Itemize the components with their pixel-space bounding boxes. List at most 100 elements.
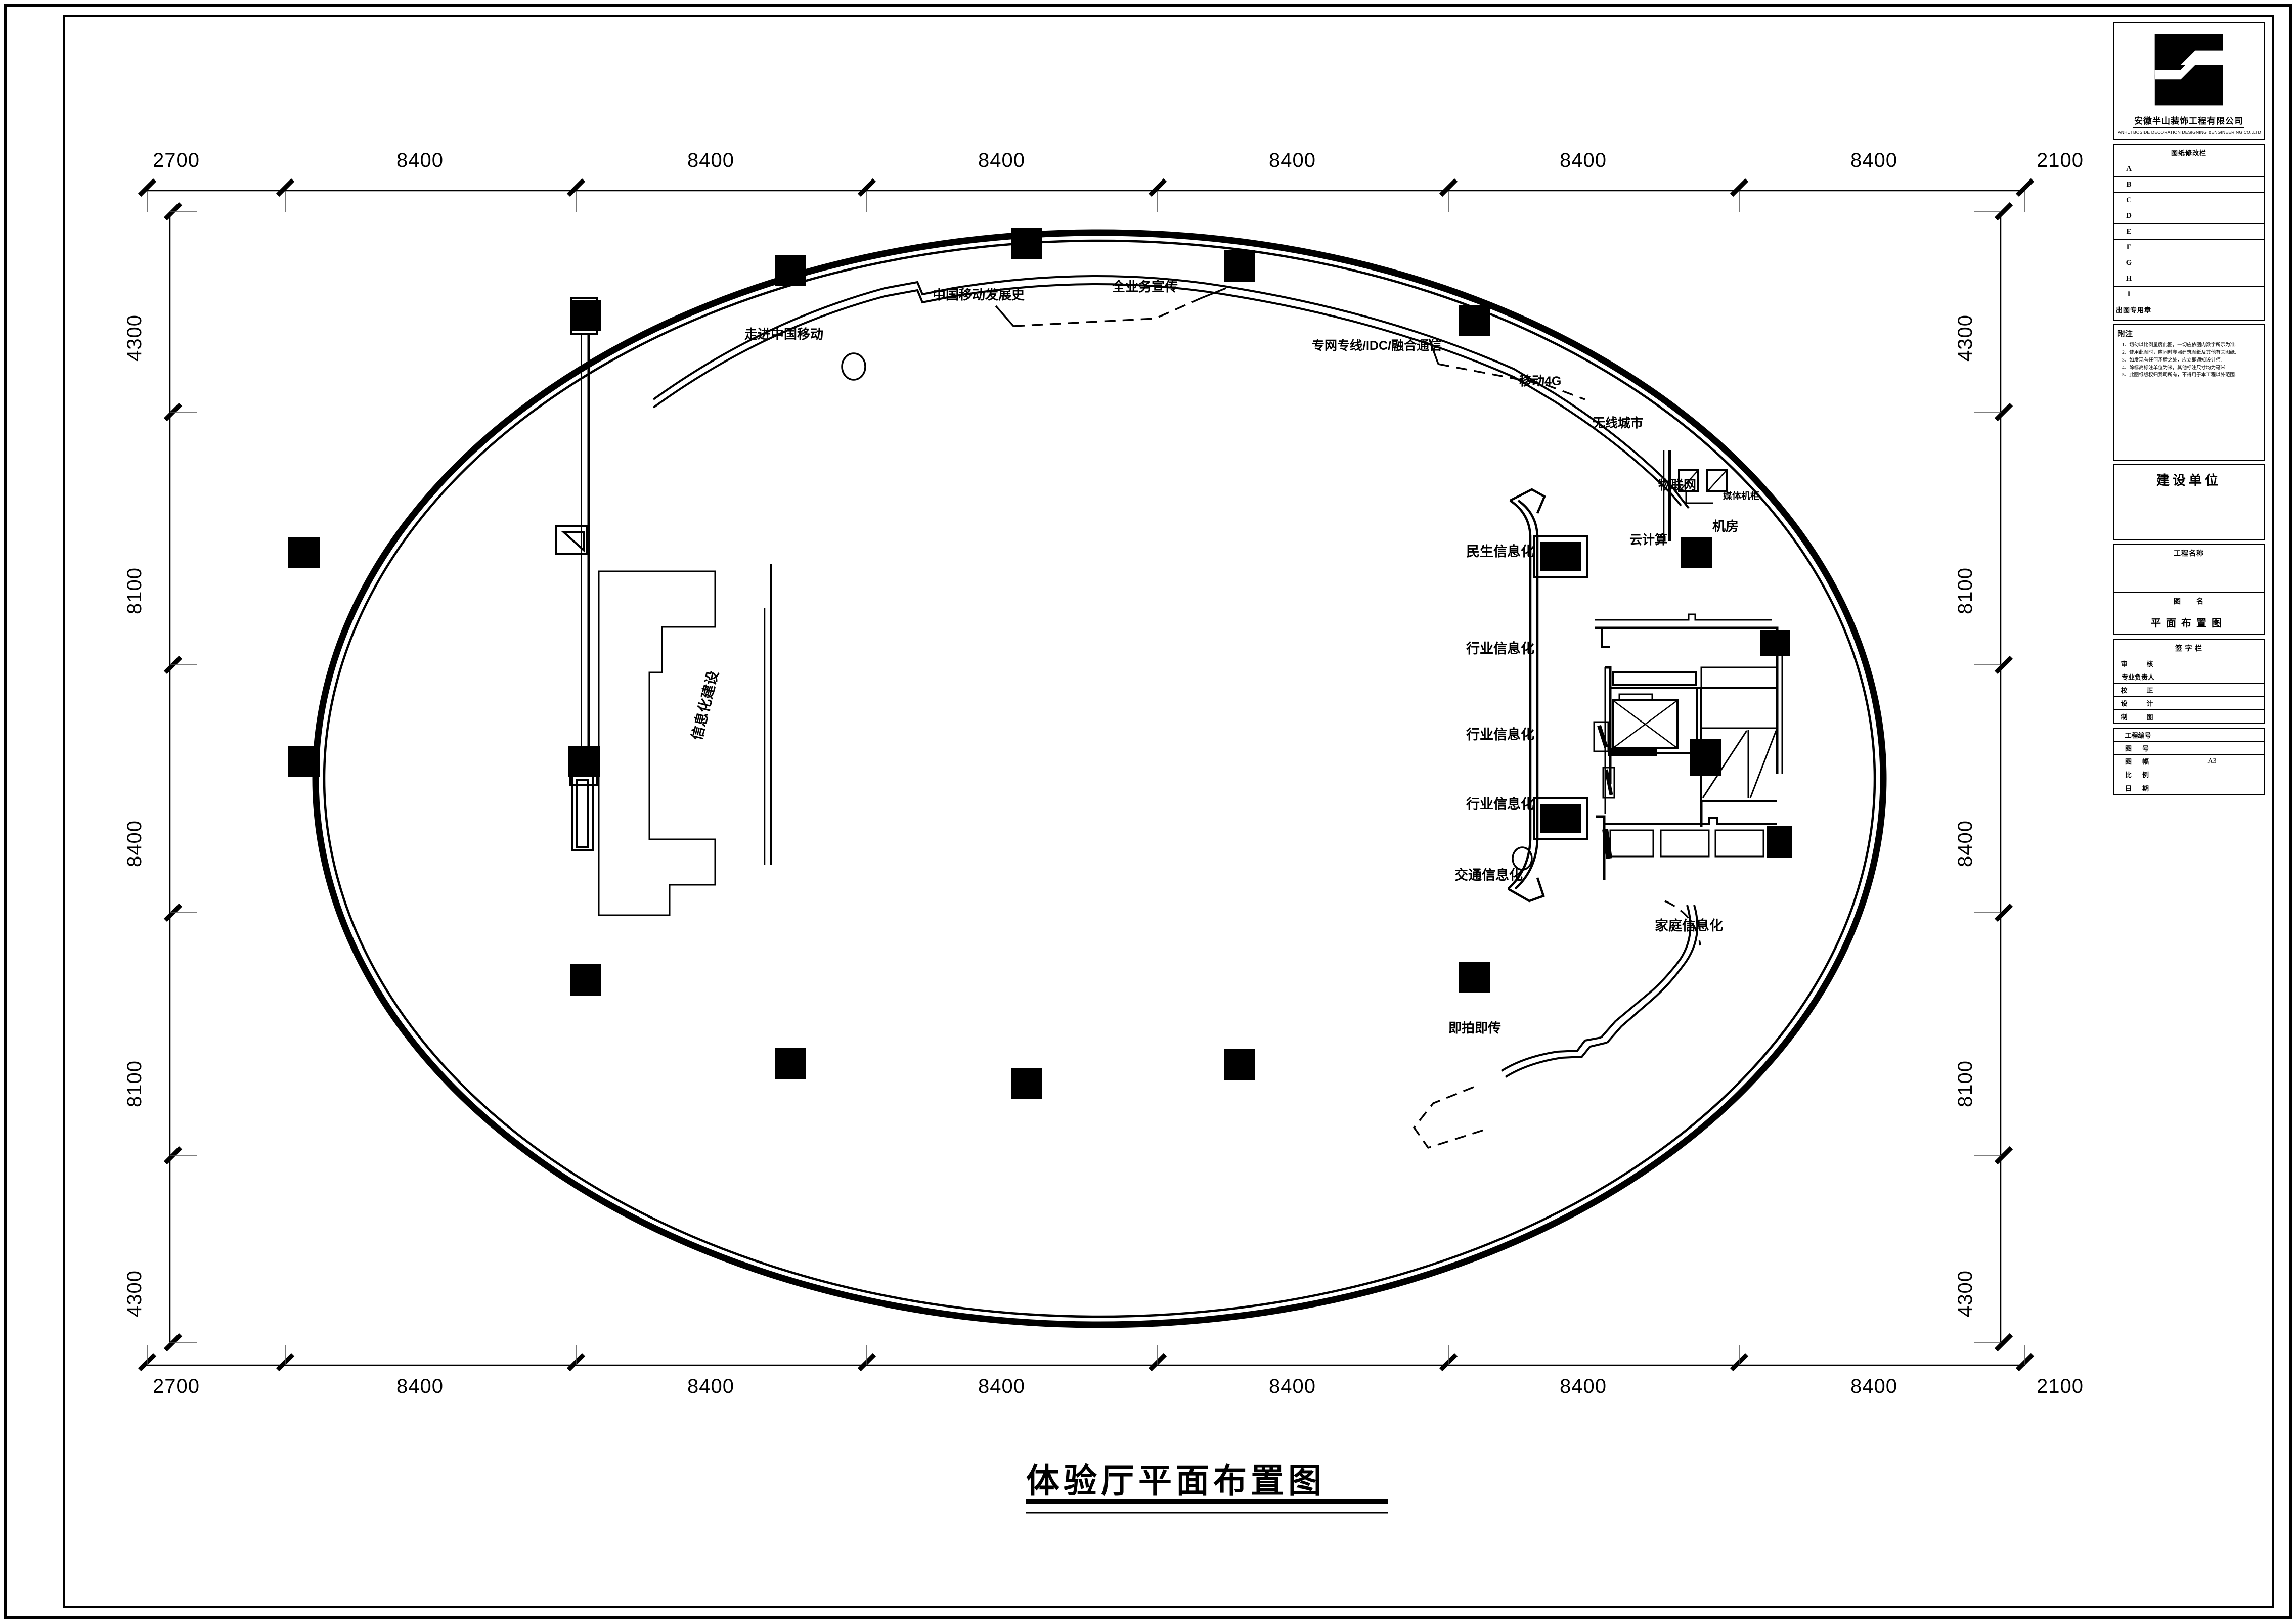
meta-value[interactable] (2160, 742, 2264, 754)
dim-bottom-2: 8400 (687, 1375, 734, 1397)
signature-row-design: 设 计 (2114, 697, 2264, 710)
revision-note-cell[interactable] (2144, 271, 2264, 286)
revision-letter: C (2114, 193, 2144, 208)
sheet-inner-border (63, 15, 2274, 1608)
revision-letter: F (2114, 240, 2144, 255)
note-item-1: 1、切勿以比例量度此图，一切应依图内数字所示为准. (2122, 342, 2236, 348)
revision-note-cell[interactable] (2144, 208, 2264, 223)
dim-top-1: 8400 (396, 149, 444, 171)
plan-label-china-mobile-history: 中国移动发展史 (933, 287, 1025, 302)
plan-label-full-business-promo: 全业务宣传 (1112, 279, 1178, 294)
revision-table: 图纸修改栏 A B C D E F G H I 出图专用章 (2113, 144, 2265, 321)
dim-top-7: 2100 (2037, 149, 2084, 171)
signature-value[interactable] (2160, 710, 2264, 723)
client-value[interactable] (2114, 494, 2264, 539)
revision-row[interactable]: B (2114, 177, 2264, 193)
title-block: 安徽半山装饰工程有限公司 ANHUI BOSIDE DECORATION DES… (2113, 22, 2265, 799)
revision-row[interactable]: D (2114, 208, 2264, 224)
main-title-rules (1026, 1499, 1388, 1514)
signature-value[interactable] (2160, 684, 2264, 696)
company-name-cn: 安徽半山装饰工程有限公司 (2133, 114, 2244, 128)
plan-label-livelihood-info: 民生信息化 (1466, 544, 1534, 559)
dim-bottom-3: 8400 (978, 1375, 1025, 1397)
revision-row[interactable]: H (2114, 271, 2264, 287)
signature-value[interactable] (2160, 657, 2264, 670)
dim-left-0: 4300 (123, 314, 146, 362)
revision-row[interactable]: C (2114, 193, 2264, 208)
project-box: 工程名称 图 名 平面布置图 (2113, 544, 2265, 635)
dim-right-3: 8100 (1954, 1060, 1976, 1107)
revision-letter: B (2114, 177, 2144, 192)
plan-label-home-info: 家庭信息化 (1655, 918, 1723, 933)
revision-note-cell[interactable] (2144, 255, 2264, 270)
signature-value[interactable] (2160, 697, 2264, 709)
dim-left-2: 8400 (123, 820, 146, 867)
client-box: 建设单位 (2113, 464, 2265, 540)
company-name-en: ANHUI BOSIDE DECORATION DESIGNING &ENGIN… (2118, 130, 2261, 135)
central-exhibition-block (598, 564, 772, 916)
dim-bottom-6: 8400 (1850, 1375, 1897, 1397)
meta-row-date: 日 期 (2114, 781, 2264, 794)
revision-row[interactable]: E (2114, 224, 2264, 240)
revision-note-cell[interactable] (2144, 240, 2264, 255)
leader-lines-dashed (1013, 297, 1585, 400)
project-label: 工程名称 (2114, 545, 2264, 562)
wall-mounted-screens (1533, 535, 1588, 840)
plan-label-transport-info: 交通信息化 (1454, 868, 1523, 883)
page-title: 体验厅平面布置图 (1026, 1463, 1326, 1500)
signature-key: 设 计 (2114, 697, 2160, 709)
revision-note-cell[interactable] (2144, 224, 2264, 239)
meta-value[interactable] (2160, 768, 2264, 781)
revision-letter: H (2114, 271, 2144, 286)
dim-top-3: 8400 (978, 149, 1025, 171)
revision-row[interactable]: A (2114, 161, 2264, 177)
revision-letter: A (2114, 161, 2144, 176)
dim-top-0: 2700 (153, 149, 200, 171)
floor-plan-area: 2700 8400 8400 8400 8400 8400 8400 2100 … (63, 15, 2101, 1608)
leader-lines-solid (995, 287, 1439, 365)
signature-key: 校 正 (2114, 684, 2160, 696)
dimension-line-top (138, 178, 2035, 212)
signature-title: 签 字 栏 (2114, 640, 2264, 657)
revision-note-cell[interactable] (2144, 193, 2264, 208)
client-label: 建设单位 (2114, 465, 2264, 494)
revision-row[interactable]: F (2114, 240, 2264, 255)
plan-label-enter-china-mobile: 走进中国移动 (744, 327, 824, 342)
signature-box: 签 字 栏 审 核 专业负责人 校 正 设 计 制 图 (2113, 639, 2265, 724)
dim-bottom-7: 2100 (2037, 1375, 2084, 1397)
revision-row[interactable]: I (2114, 287, 2264, 302)
revision-note-cell[interactable] (2144, 161, 2264, 176)
meta-key: 工程编号 (2114, 729, 2160, 741)
sheet-outer-border (4, 4, 2292, 1619)
dim-left-4: 4300 (123, 1270, 146, 1317)
meta-value[interactable] (2160, 729, 2264, 741)
signature-row-review: 审 核 (2114, 657, 2264, 670)
revision-row[interactable]: G (2114, 255, 2264, 271)
dim-bottom-4: 8400 (1269, 1375, 1316, 1397)
note-item-5: 5、此图纸版权归我司所有，不得用于本工程以外范围. (2122, 372, 2236, 378)
plan-label-iot: 物联网 (1658, 478, 1697, 492)
plan-label-industry-info-1: 行业信息化 (1466, 641, 1534, 656)
signature-value[interactable] (2160, 670, 2264, 683)
signature-row-draft: 制 图 (2114, 710, 2264, 723)
revision-letter: I (2114, 287, 2144, 302)
dim-right-1: 8100 (1954, 567, 1976, 614)
dim-bottom-1: 8400 (396, 1375, 444, 1397)
note-item-2: 2、使用此图时，应同时参照建筑图纸及其他有关图纸. (2122, 349, 2236, 355)
revision-note-cell[interactable] (2144, 177, 2264, 192)
revision-letter: G (2114, 255, 2144, 270)
project-value[interactable] (2114, 562, 2264, 593)
meta-value[interactable] (2160, 781, 2264, 794)
dimension-line-bottom (138, 1345, 2035, 1372)
structural-columns-secondary (570, 300, 1719, 774)
dim-right-2: 8400 (1954, 820, 1976, 867)
signature-key: 专业负责人 (2114, 670, 2160, 683)
revision-note-cell[interactable] (2144, 287, 2264, 302)
floor-plan-vector (138, 178, 2035, 1514)
meta-value: A3 (2207, 757, 2217, 765)
dim-bottom-5: 8400 (1560, 1375, 1607, 1397)
plan-label-cloud-computing: 云计算 (1629, 533, 1668, 547)
signature-key: 审 核 (2114, 657, 2160, 670)
notes-title: 附注 (2117, 330, 2133, 338)
dim-left-3: 8100 (123, 1060, 146, 1107)
